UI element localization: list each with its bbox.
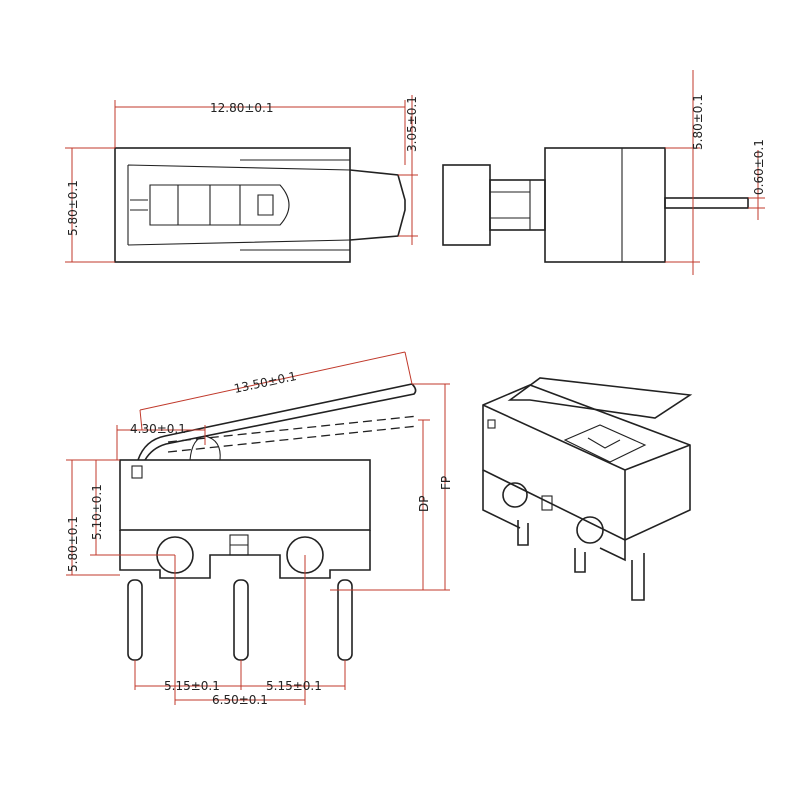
dp-label: DP xyxy=(417,496,431,512)
top-height-label: 5.80±0.1 xyxy=(66,180,80,236)
end-height-label: 5.80±0.1 xyxy=(691,94,705,150)
top-width-label: 12.80±0.1 xyxy=(210,101,274,115)
isometric-view xyxy=(482,377,693,601)
hole-height-label: 5.10±0.1 xyxy=(90,484,104,540)
hole-pitch-label: 6.50±0.1 xyxy=(212,693,268,707)
pin-pitch-left-label: 5.15±0.1 xyxy=(164,679,220,693)
top-view: 12.80±0.1 5.80±0.1 3.05±0.1 xyxy=(65,95,419,263)
plunger-height-label: 3.05±0.1 xyxy=(405,96,419,152)
end-view: 5.80±0.1 0.60±0.1 xyxy=(442,70,766,275)
side-view: 13.50±0.1 4.30±0.1 5.80±0.1 5.10±0.1 DP … xyxy=(66,351,453,707)
lever-length-label: 13.50±0.1 xyxy=(233,369,298,396)
lever-offset-label: 4.30±0.1 xyxy=(130,422,186,436)
pin-thickness-label: 0.60±0.1 xyxy=(752,139,766,195)
fp-label: FP xyxy=(439,476,453,490)
pin-pitch-right-label: 5.15±0.1 xyxy=(266,679,322,693)
body-height-label: 5.80±0.1 xyxy=(66,516,80,572)
